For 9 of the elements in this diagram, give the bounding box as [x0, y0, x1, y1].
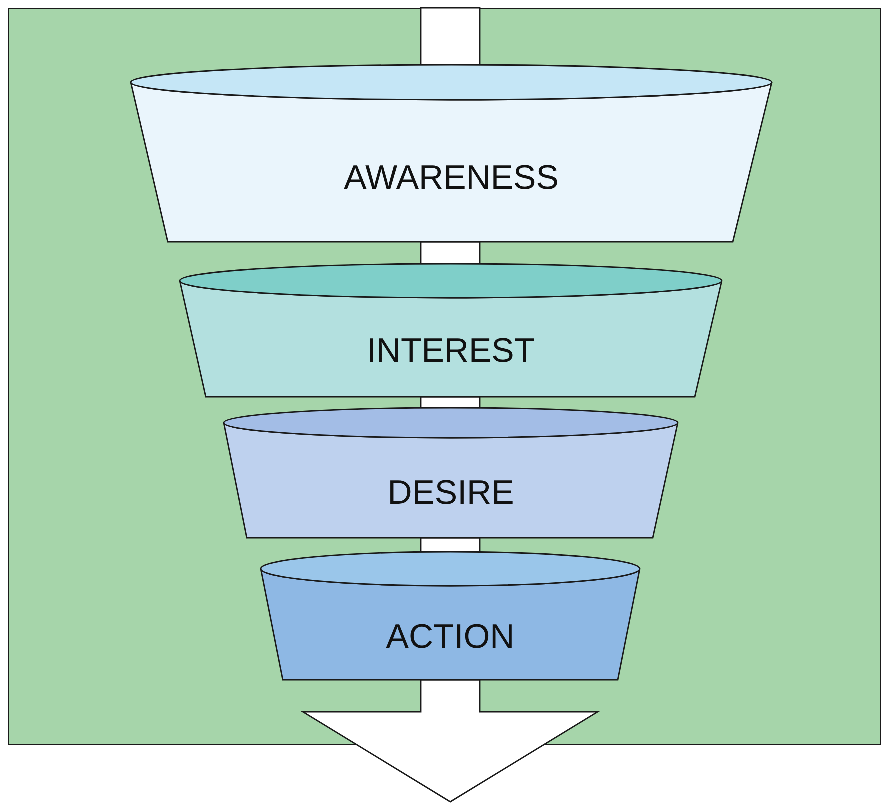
- stage-label: INTEREST: [366, 334, 536, 368]
- flow-arrow: [420, 396, 481, 409]
- stage-label: DESIRE: [386, 476, 516, 510]
- flow-arrow: [300, 679, 600, 803]
- flow-arrow: [420, 241, 481, 265]
- flow-arrow: [420, 537, 481, 553]
- stage-label: AWARENESS: [343, 161, 560, 195]
- stage-label: ACTION: [385, 620, 516, 654]
- flow-arrow: [420, 7, 481, 66]
